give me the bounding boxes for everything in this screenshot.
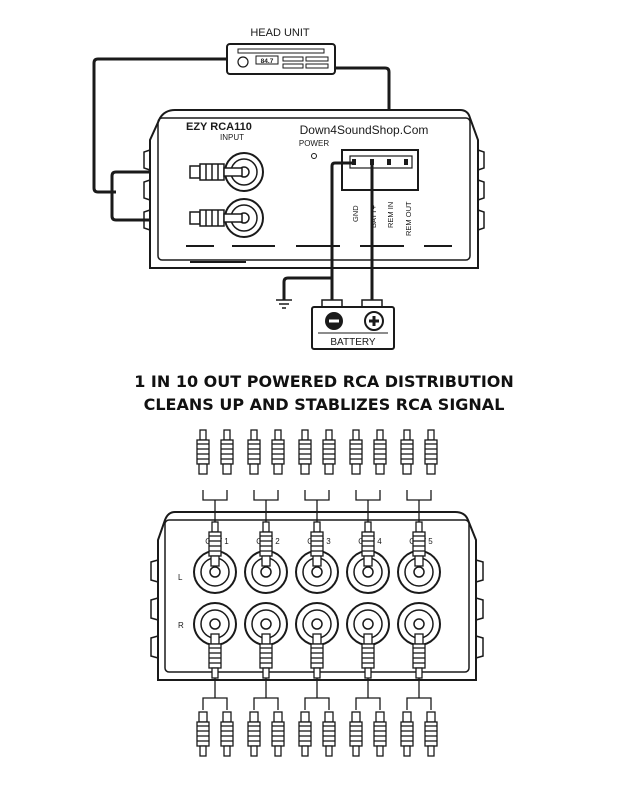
rca-plug: [400, 711, 414, 757]
rca-plug: [373, 711, 387, 757]
terminal-label-rem-out: REM OUT: [404, 201, 413, 236]
rca-plug: [424, 711, 438, 757]
y-splitter-wire: [304, 678, 330, 710]
y-splitter-wire: [253, 490, 279, 522]
output-jack-right: [244, 602, 288, 646]
rca-plug: [310, 633, 324, 679]
row-label-left: L: [178, 573, 183, 582]
headline-line-1: 1 IN 10 OUT POWERED RCA DISTRIBUTION: [134, 372, 514, 391]
rca-plug: [220, 429, 234, 475]
y-splitter-wire: [406, 490, 432, 522]
battery-label: BATTERY: [330, 337, 376, 348]
ground-symbol: [276, 299, 292, 309]
y-splitter-wire: [406, 678, 432, 710]
rca-plug: [208, 633, 222, 679]
rca-plug: [271, 711, 285, 757]
rca-plug: [298, 711, 312, 757]
rca-plug: [271, 429, 285, 475]
amp-input-label: INPUT: [220, 133, 244, 142]
rca-plug: [322, 711, 336, 757]
y-splitter-wire: [355, 678, 381, 710]
rca110-amplifier: EZY RCA110 INPUT Down4SoundShop.Com POWE…: [143, 109, 485, 269]
row-label-right: R: [178, 621, 184, 630]
rca-plug: [208, 521, 222, 567]
y-splitter-wire: [355, 490, 381, 522]
rca-plug: [247, 711, 261, 757]
battery: BATTERY: [311, 299, 395, 350]
head-unit-display: 84.7: [261, 58, 274, 65]
rca-plug: [412, 633, 426, 679]
terminal-label-rem-in: REM IN: [386, 202, 395, 228]
amp-brand-label: Down4SoundShop.Com: [300, 123, 429, 137]
rca-plug: [189, 209, 243, 227]
rca-plug: [361, 521, 375, 567]
output-jack-right: [346, 602, 390, 646]
rca-plug: [400, 429, 414, 475]
rca-plug: [412, 521, 426, 567]
output-jack-right: [295, 602, 339, 646]
power-label: POWER: [299, 139, 329, 148]
output-jack-left: [244, 550, 288, 594]
rca-plug: [196, 711, 210, 757]
y-splitter-wire: [253, 678, 279, 710]
amp-model-label: EZY RCA110: [186, 121, 252, 133]
rca-plug: [247, 429, 261, 475]
power-terminal-block: [341, 149, 419, 191]
output-jack-left: [295, 550, 339, 594]
rca-plug: [298, 429, 312, 475]
headline-line-2: CLEANS UP AND STABLIZES RCA SIGNAL: [144, 395, 505, 414]
y-splitter-wire: [202, 678, 228, 710]
rca-plug: [189, 163, 243, 181]
rca-plug: [373, 429, 387, 475]
rca-plug: [349, 711, 363, 757]
power-led: [311, 153, 317, 159]
rca-plug: [220, 711, 234, 757]
rca-plug: [196, 429, 210, 475]
remote-wire: [335, 66, 391, 163]
rca-plug: [259, 633, 273, 679]
rca-plug: [361, 633, 375, 679]
output-jack-right: [397, 602, 441, 646]
rca-plug: [349, 429, 363, 475]
head-unit-label: HEAD UNIT: [250, 27, 310, 39]
output-jack-right: [193, 602, 237, 646]
rca-plug: [310, 521, 324, 567]
y-splitter-wire: [202, 490, 228, 522]
rca-plug: [424, 429, 438, 475]
ground-wire: [282, 161, 354, 306]
rca-plug: [259, 521, 273, 567]
y-splitter-wire: [304, 490, 330, 522]
terminal-label-gnd: GND: [351, 205, 360, 222]
head-unit: 84.7: [226, 43, 336, 75]
rca-plug: [322, 429, 336, 475]
